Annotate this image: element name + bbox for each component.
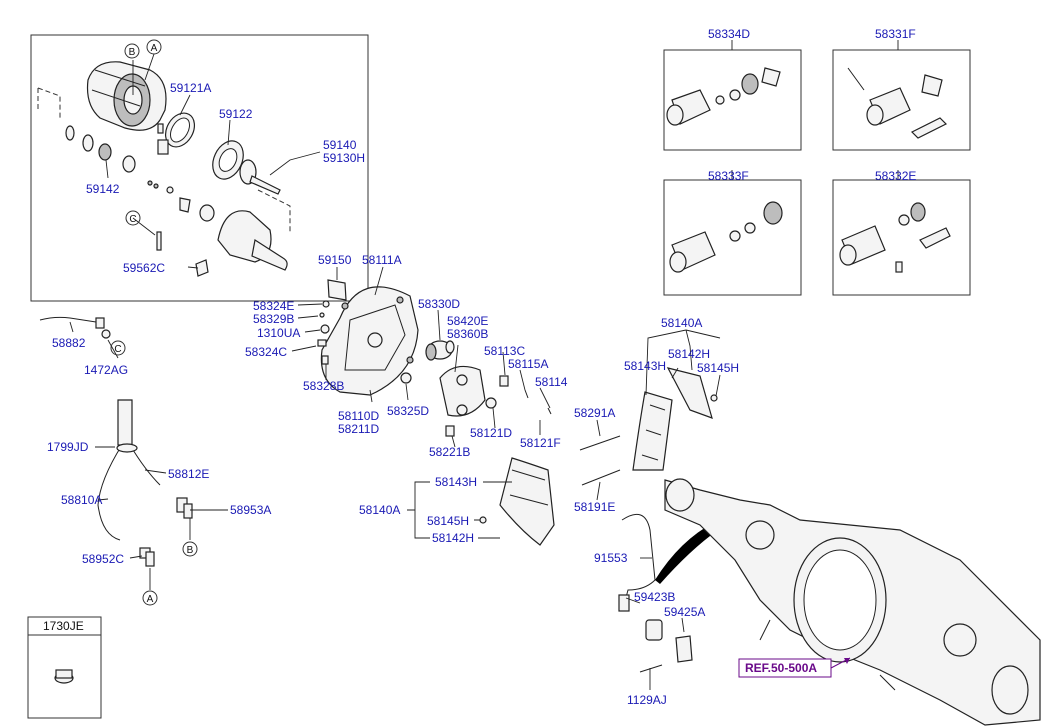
kit-title[interactable]: 58334D	[708, 27, 750, 41]
part-label[interactable]: 59142	[86, 182, 120, 196]
small-fittings	[147, 180, 215, 277]
part-label[interactable]: 58882	[52, 336, 86, 350]
clamp-ring-part	[157, 112, 196, 155]
hose-58882-part	[39, 316, 111, 339]
reference-callout[interactable]: REF.50-500A	[738, 657, 851, 678]
cylinder-yoke-part	[217, 210, 288, 271]
part-label[interactable]: 1472AG	[84, 363, 128, 377]
part-label[interactable]: 58211D	[338, 422, 379, 436]
part-label[interactable]: 58360B	[447, 327, 488, 341]
kit-leader-lines	[731, 40, 899, 180]
part-label[interactable]: 58291A	[574, 406, 615, 420]
direction-arrow	[655, 522, 718, 584]
part-label[interactable]: 58221B	[429, 445, 470, 459]
kit-box-58332E	[832, 179, 971, 296]
assembly-bracket	[37, 87, 61, 120]
exploded-view-frame	[30, 34, 369, 302]
circle-marker-A-2: A	[142, 590, 158, 606]
kit-title[interactable]: 1730JE	[43, 619, 84, 633]
part-label[interactable]: 58810A	[61, 493, 102, 507]
part-label[interactable]: 59423B	[634, 590, 675, 604]
push-rod-part	[239, 159, 281, 195]
part-label[interactable]: 58140A	[359, 503, 400, 517]
svg-text:A: A	[151, 43, 158, 54]
part-label[interactable]: 58812E	[168, 467, 209, 481]
part-label[interactable]: 1799JD	[47, 440, 89, 454]
circle-marker-C-2: C	[110, 340, 126, 356]
part-label[interactable]: 59121A	[170, 81, 211, 95]
part-label[interactable]: 58145H	[697, 361, 739, 375]
part-label[interactable]: 58952C	[82, 552, 124, 566]
part-label[interactable]: 58325D	[387, 404, 429, 418]
part-label[interactable]: 91553	[594, 551, 628, 565]
circle-marker-A-1: A	[146, 39, 162, 55]
part-label[interactable]: 58115A	[508, 357, 548, 371]
circle-marker-C-1: C	[125, 210, 141, 226]
reference-text[interactable]: REF.50-500A	[745, 661, 817, 675]
part-label[interactable]: 59130H	[323, 151, 365, 165]
part-label[interactable]: 58145H	[427, 514, 469, 528]
drum-housing-part	[86, 61, 167, 131]
wheel-cylinder-part	[425, 340, 455, 361]
part-label[interactable]: 58191E	[574, 500, 615, 514]
part-label[interactable]: 58140A	[661, 316, 702, 330]
sensor-bushing-part	[639, 619, 693, 673]
backing-plate-part	[320, 286, 419, 396]
svg-text:C: C	[129, 214, 136, 225]
connector-58953A-part	[176, 497, 193, 519]
kit-title[interactable]: 58332E	[875, 169, 916, 183]
part-label[interactable]: 58143H	[624, 359, 666, 373]
svg-text:B: B	[187, 545, 194, 556]
part-label[interactable]: 58113C	[484, 344, 525, 358]
connector-58952C-part	[139, 547, 155, 567]
part-label[interactable]: 1129AJ	[627, 693, 667, 707]
spacer-bushing-part	[327, 279, 347, 301]
part-label[interactable]: 58142H	[668, 347, 710, 361]
part-label[interactable]: 58111A	[362, 253, 402, 267]
part-label[interactable]: 58324C	[245, 345, 287, 359]
svg-text:B: B	[129, 47, 136, 58]
part-label[interactable]: 1310UA	[257, 326, 300, 340]
axle-housing-part	[664, 478, 1041, 726]
part-label[interactable]: 59562C	[123, 261, 165, 275]
part-label[interactable]: 58143H	[435, 475, 477, 489]
kit-title[interactable]: 58331F	[875, 27, 916, 41]
kit-box-1730JE	[27, 616, 102, 719]
svg-text:A: A	[147, 594, 154, 605]
part-label[interactable]: 58330D	[418, 297, 460, 311]
part-label[interactable]: 58324E	[253, 299, 294, 313]
part-label[interactable]: 59122	[219, 107, 253, 121]
brake-shoe-upper-part	[632, 367, 718, 471]
part-label[interactable]: 59150	[318, 253, 352, 267]
part-label[interactable]: 58953A	[230, 503, 271, 517]
leader-lines	[69, 53, 721, 690]
seal-rings-part	[65, 125, 136, 173]
shaft-bracket	[257, 189, 291, 232]
kit-box-58334D	[663, 49, 802, 151]
part-label[interactable]: 59140	[323, 138, 357, 152]
bolts-part	[317, 300, 412, 384]
hose-58810A-part	[97, 399, 161, 541]
svg-text:C: C	[114, 344, 121, 355]
circle-marker-B-2: B	[182, 541, 198, 557]
part-label[interactable]: 58328B	[303, 379, 344, 393]
part-label[interactable]: 58329B	[253, 312, 294, 326]
brake-shoe-lower-part	[479, 457, 555, 546]
anchor-plate-part	[439, 365, 552, 437]
part-label[interactable]: 58114	[535, 375, 568, 389]
part-label[interactable]: 58110D	[338, 409, 379, 423]
part-label[interactable]: 58420E	[447, 314, 488, 328]
kit-box-58333F	[663, 179, 802, 296]
return-spring-part	[579, 435, 621, 486]
part-label[interactable]: 58121D	[470, 426, 512, 440]
part-label[interactable]: 59425A	[664, 605, 705, 619]
kit-title[interactable]: 58333F	[708, 169, 749, 183]
boot-seal-part	[212, 140, 244, 180]
part-label[interactable]: 58142H	[432, 531, 474, 545]
part-label[interactable]: 58121F	[520, 436, 561, 450]
circle-marker-B-1: B	[124, 43, 140, 59]
kit-box-58331F	[832, 49, 971, 151]
